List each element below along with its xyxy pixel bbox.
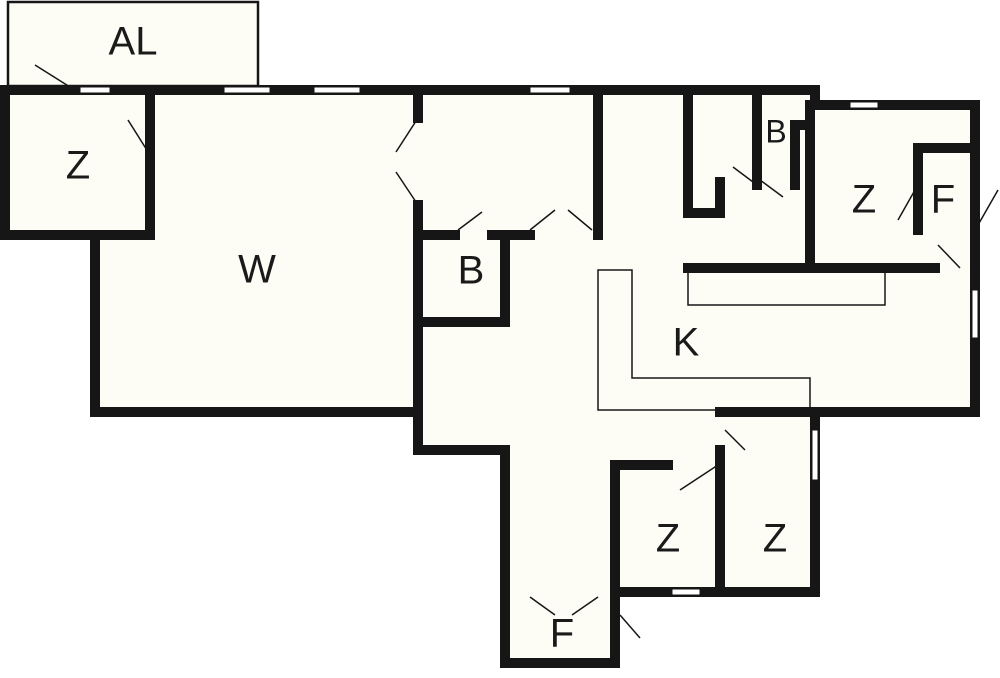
room-label-hall-s: F (550, 612, 574, 656)
floor (5, 0, 975, 663)
doors (34, 64, 999, 639)
room-label-bath-small: B (765, 113, 786, 149)
windows (79, 86, 979, 596)
room-label-bedroom-s1: Z (656, 517, 680, 561)
room-label-kitchen: K (673, 321, 700, 365)
exterior-wall (0, 85, 980, 668)
room-label-bedroom-nw: Z (66, 144, 90, 188)
room-label-balcony: AL (109, 20, 158, 64)
room-label-bath-center: B (458, 249, 485, 293)
kitchen-counters (597, 269, 886, 411)
room-label-living: W (238, 248, 276, 292)
room-label-bedroom-s2: Z (763, 517, 787, 561)
room-label-hall-ne: F (931, 178, 955, 222)
balcony-area (6, 0, 260, 88)
interior-walls (95, 92, 975, 605)
room-label-bedroom-ne: Z (852, 178, 876, 222)
